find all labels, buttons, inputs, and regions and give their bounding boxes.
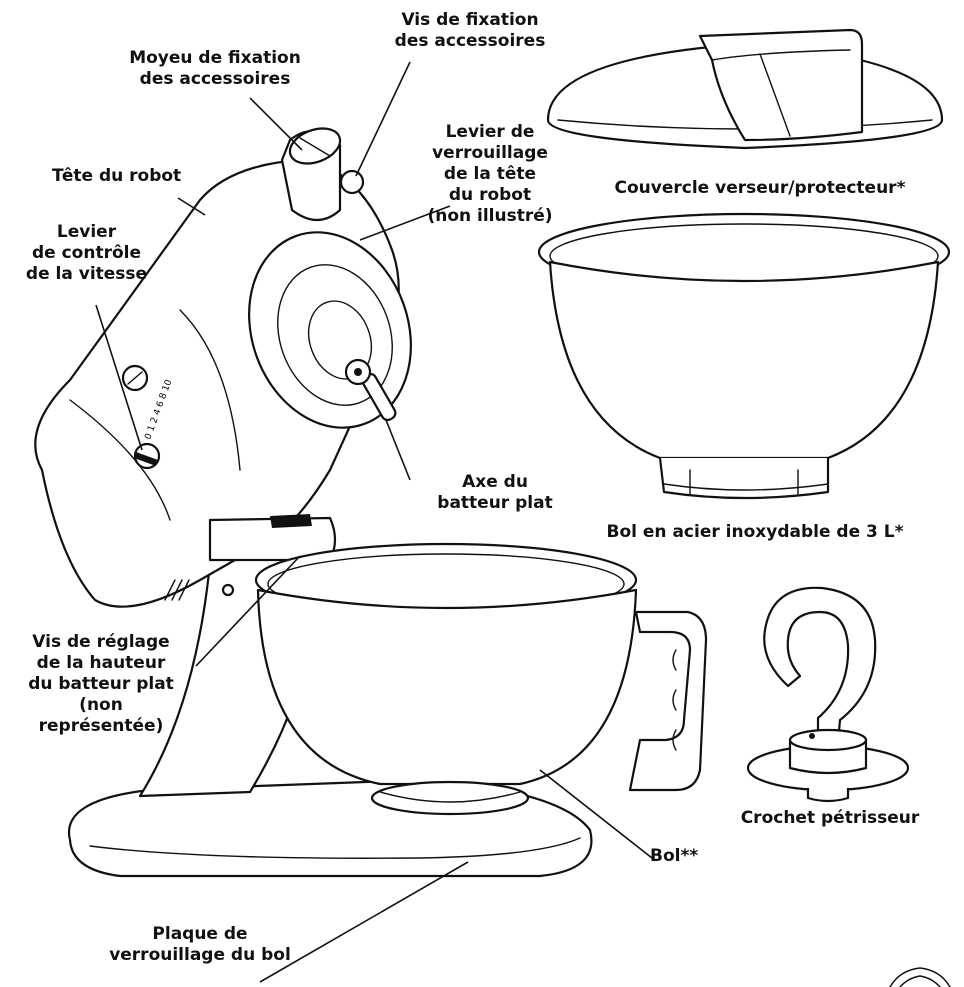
label-plaque: Plaque de verrouillage du bol	[109, 924, 291, 965]
label-levier-verrouillage: Levier de verrouillage de la tête du rob…	[427, 122, 553, 226]
steel-bowl-illustration	[537, 212, 951, 500]
dough-hook-illustration	[746, 586, 910, 803]
label-bol: Bol**	[650, 846, 699, 866]
stand-mixer-illustration: 0 1 2 4 6 8 10	[34, 127, 708, 878]
label-crochet: Crochet pétrisseur	[740, 808, 920, 828]
label-tete: Tête du robot	[52, 166, 182, 186]
label-bol-acier: Bol en acier inoxydable de 3 L*	[606, 522, 904, 542]
label-vis-reglage: Vis de réglage de la hauteur du batteur …	[28, 632, 174, 736]
label-vis-fixation: Vis de fixation des accessoires	[394, 10, 546, 51]
label-moyeu: Moyeu de fixation des accessoires	[129, 48, 301, 89]
label-axe: Axe du batteur plat	[437, 472, 553, 513]
label-levier-vitesse: Levier de contrôle de la vitesse	[25, 222, 148, 284]
label-couvercle: Couvercle verseur/protecteur*	[614, 178, 906, 198]
partial-accessory-icon	[889, 967, 951, 987]
leader-lines	[95, 61, 653, 983]
pouring-shield-illustration	[546, 28, 944, 150]
